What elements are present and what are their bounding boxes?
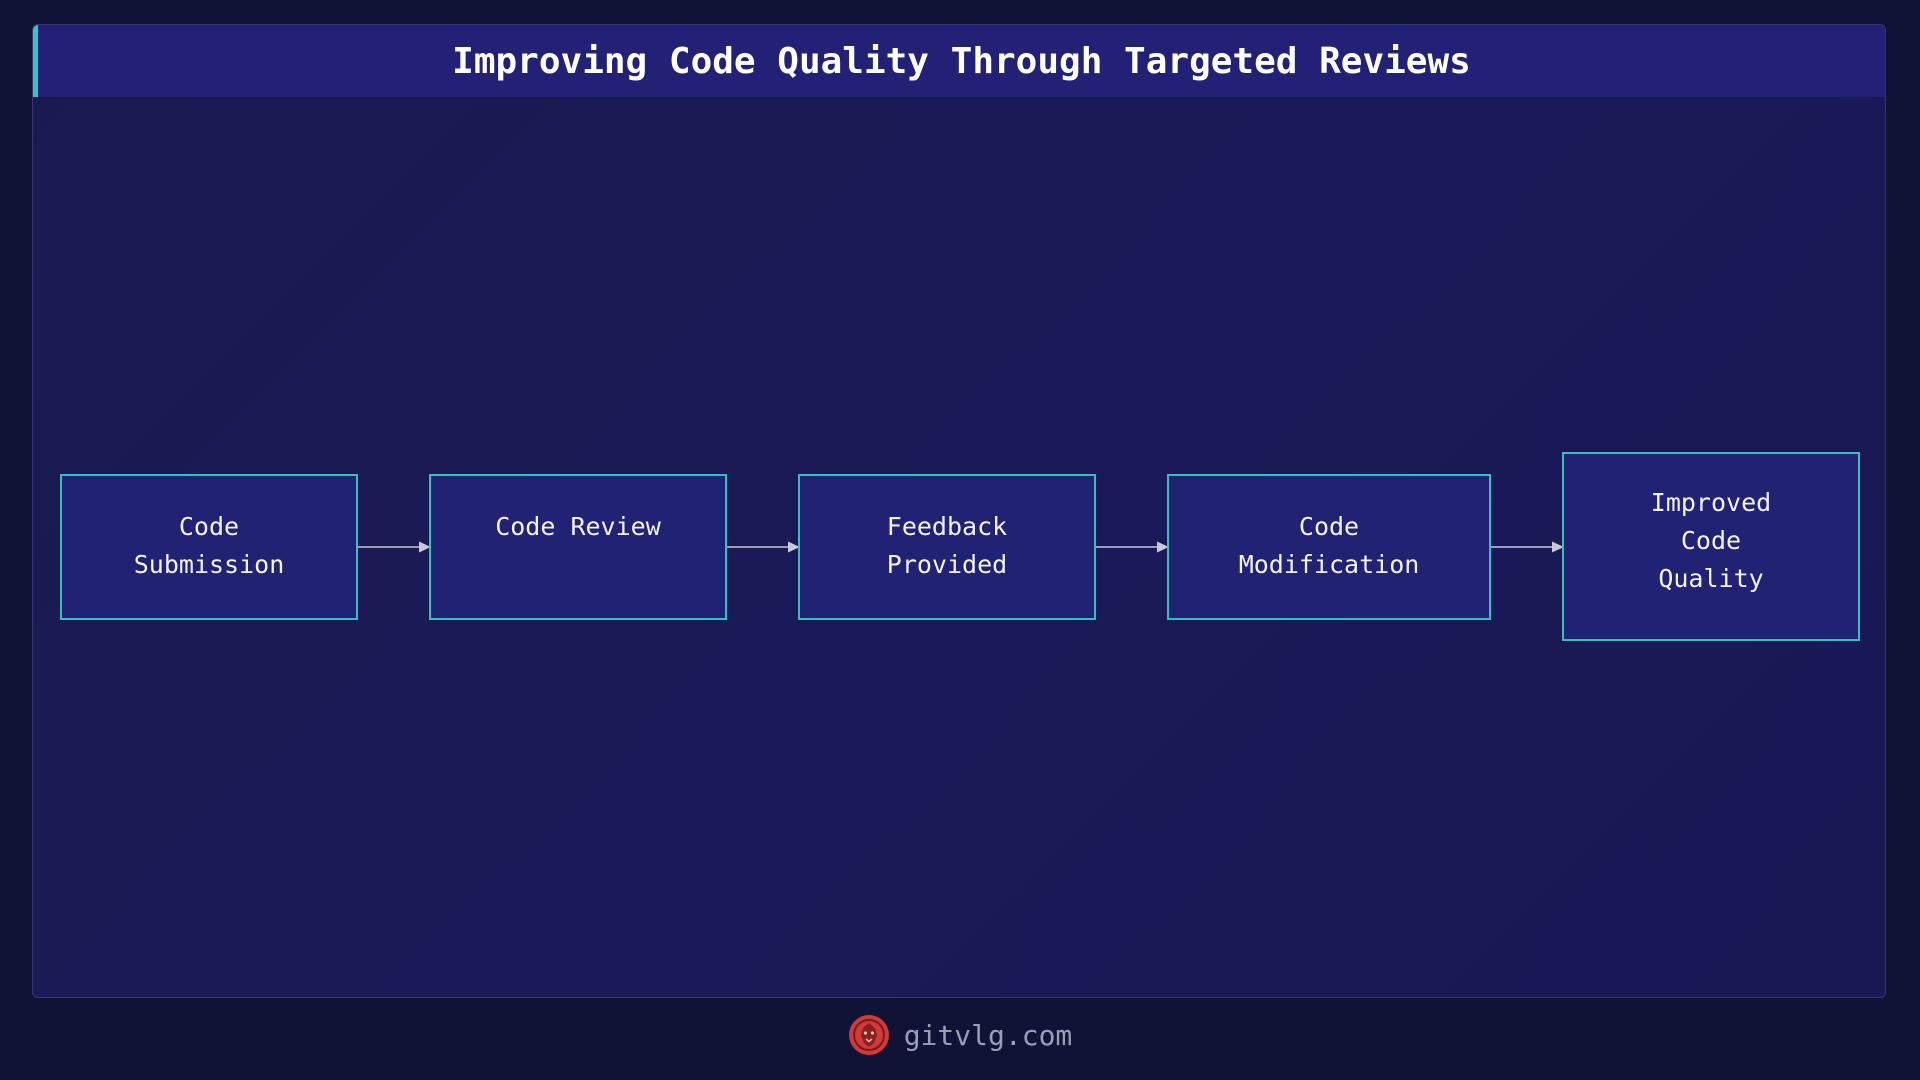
diagram-title: Improving Code Quality Through Targeted … [452,40,1471,82]
node-label: Code Modification [1238,512,1420,579]
node-code-modification: Code Modification [1167,474,1491,620]
node-feedback-provided: Feedback Provided [798,474,1096,620]
node-improved-code-quality: Improved Code Quality [1562,452,1860,641]
title-bar: Improving Code Quality Through Targeted … [33,25,1885,97]
footer-site: gitvlg.com [903,1018,1073,1052]
node-code-review: Code Review [429,474,727,620]
lion-head-icon [848,1015,889,1055]
node-label: Code Review [495,512,661,541]
footer: gitvlg.com [0,1014,1920,1056]
node-label: Feedback Provided [886,512,1008,579]
node-label: Improved Code Quality [1650,488,1772,593]
node-code-submission: Code Submission [60,474,358,620]
node-label: Code Submission [133,512,285,579]
